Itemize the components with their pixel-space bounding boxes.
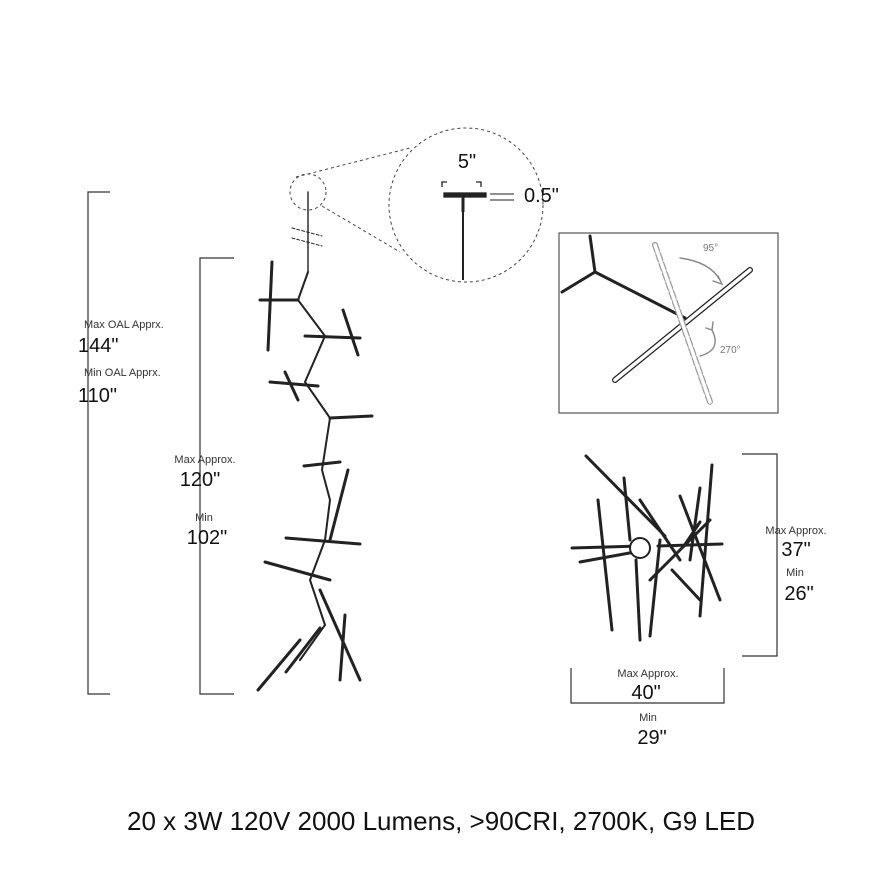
- rotation-detail-frame: [558, 232, 779, 414]
- max-approx-label: Max Approx.: [174, 454, 236, 466]
- max-oal-label: Max OAL Apprx.: [84, 319, 164, 331]
- max-approx-value: 120": [179, 469, 221, 491]
- top-width-min-value: 29": [637, 727, 667, 749]
- top-view-drawing: [570, 454, 724, 642]
- rotation-angle-95: 95°: [703, 243, 719, 254]
- top-height-min-value: 26": [784, 583, 814, 605]
- pendant-side-view: [256, 191, 374, 692]
- top-height-bracket: [742, 453, 778, 657]
- min-oal-value: 110": [78, 385, 117, 407]
- min-value: 102": [186, 527, 228, 549]
- rotation-detail-drawing: [560, 234, 753, 405]
- canopy-width-label: 5": [457, 151, 477, 173]
- min-oal-label: Min OAL Apprx.: [84, 367, 161, 379]
- top-width-max-value: 40": [631, 682, 661, 704]
- canopy-detail-drawing: [441, 181, 514, 280]
- max-oal-value: 144": [78, 335, 119, 357]
- canopy-callout: [289, 127, 544, 283]
- top-width-min-label: Min: [639, 712, 657, 724]
- approx-bracket: [199, 257, 234, 695]
- top-height-max-value: 37": [781, 539, 811, 561]
- min-label: Min: [195, 512, 213, 524]
- top-width-max-label: Max Approx.: [617, 668, 679, 680]
- canopy-height-label: 0.5": [524, 185, 559, 207]
- top-height-max-label: Max Approx.: [765, 525, 827, 537]
- oal-bracket: [87, 191, 110, 695]
- top-height-min-label: Min: [786, 567, 804, 579]
- spec-text: 20 x 3W 120V 2000 Lumens, >90CRI, 2700K,…: [127, 806, 755, 836]
- rotation-angle-270: 270°: [720, 345, 741, 356]
- top-width-bracket: [570, 668, 725, 704]
